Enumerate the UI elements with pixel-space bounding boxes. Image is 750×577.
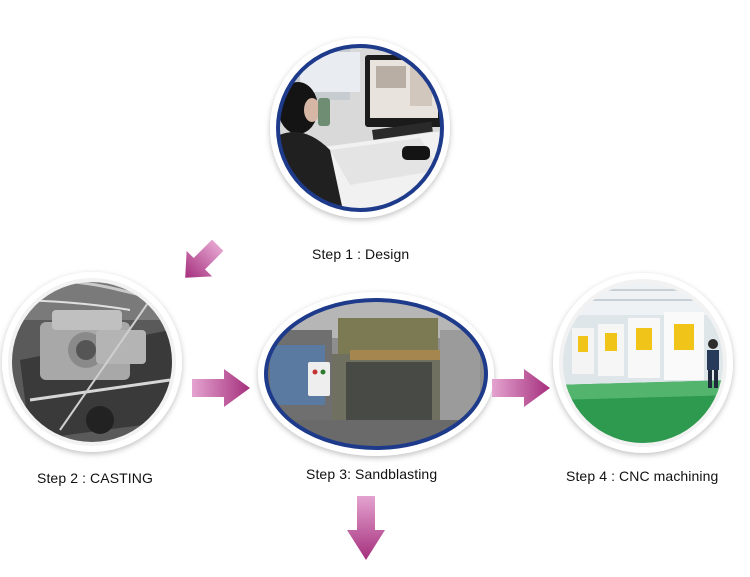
arrow-down-icon [347,496,385,560]
arrow-right-icon [192,369,250,407]
step3-label: Step 3: Sandblasting [306,466,438,482]
arrow-right-icon [492,369,550,407]
step1-photo [270,38,450,218]
step2-label: Step 2 : CASTING [37,470,153,486]
step4-label: Step 4 : CNC machining [566,468,719,484]
arrow-down-left-icon [185,239,224,278]
step2-photo [2,272,182,452]
step1-label: Step 1 : Design [312,246,410,262]
step3-photo [258,292,494,456]
step4-photo [553,273,733,453]
